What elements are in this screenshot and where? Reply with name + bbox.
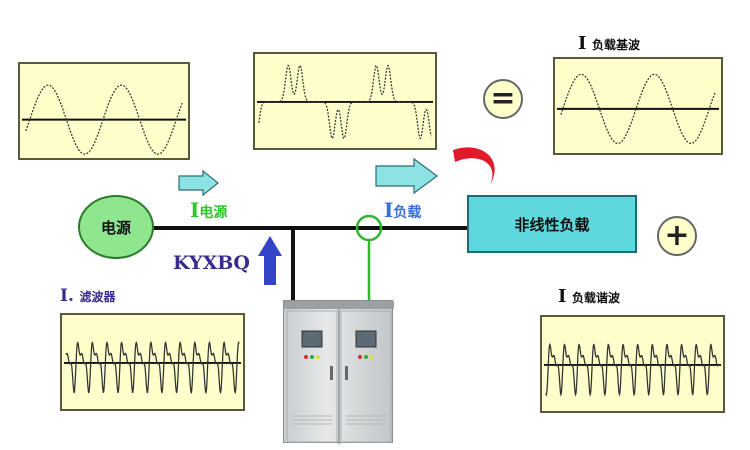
nonlinear-load: 非线性负载 [467,195,637,253]
scope-load-current [253,52,437,150]
filter-current-label: I. 滤波器 [60,286,116,306]
power-source: 电源 [78,195,154,259]
device-injection-arrow [258,236,282,285]
filter-cabinet [283,300,394,444]
equals-symbol: = [483,79,523,119]
load-current-label: I负载 [384,198,422,222]
power-source-label: 电源 [100,218,131,237]
waveform-load-harmonic [543,342,722,397]
waveform-source-current [21,84,187,155]
scope-source-current [18,62,190,160]
scope-load-fundamental [553,57,723,155]
source-current-label: I电源 [190,198,228,222]
scope-filter-current [60,313,245,411]
waveform-load-current [256,64,434,140]
plus-symbol: + [657,216,697,256]
scope-load-harmonic [540,315,725,413]
device-label: KYXBQ [173,252,250,274]
waveform-filter-current [63,340,242,395]
load-harmonic-label: I 负载谐波 [558,286,621,307]
red-curved-arrow [453,147,495,185]
cabinet-illustration [284,301,394,444]
nonlinear-load-label: 非线性负载 [514,215,590,234]
load-fundamental-label: I 负载基波 [578,33,641,54]
load-current-arrow [375,157,439,195]
source-current-arrow [178,169,219,197]
waveform-load-fundamental [556,73,720,145]
